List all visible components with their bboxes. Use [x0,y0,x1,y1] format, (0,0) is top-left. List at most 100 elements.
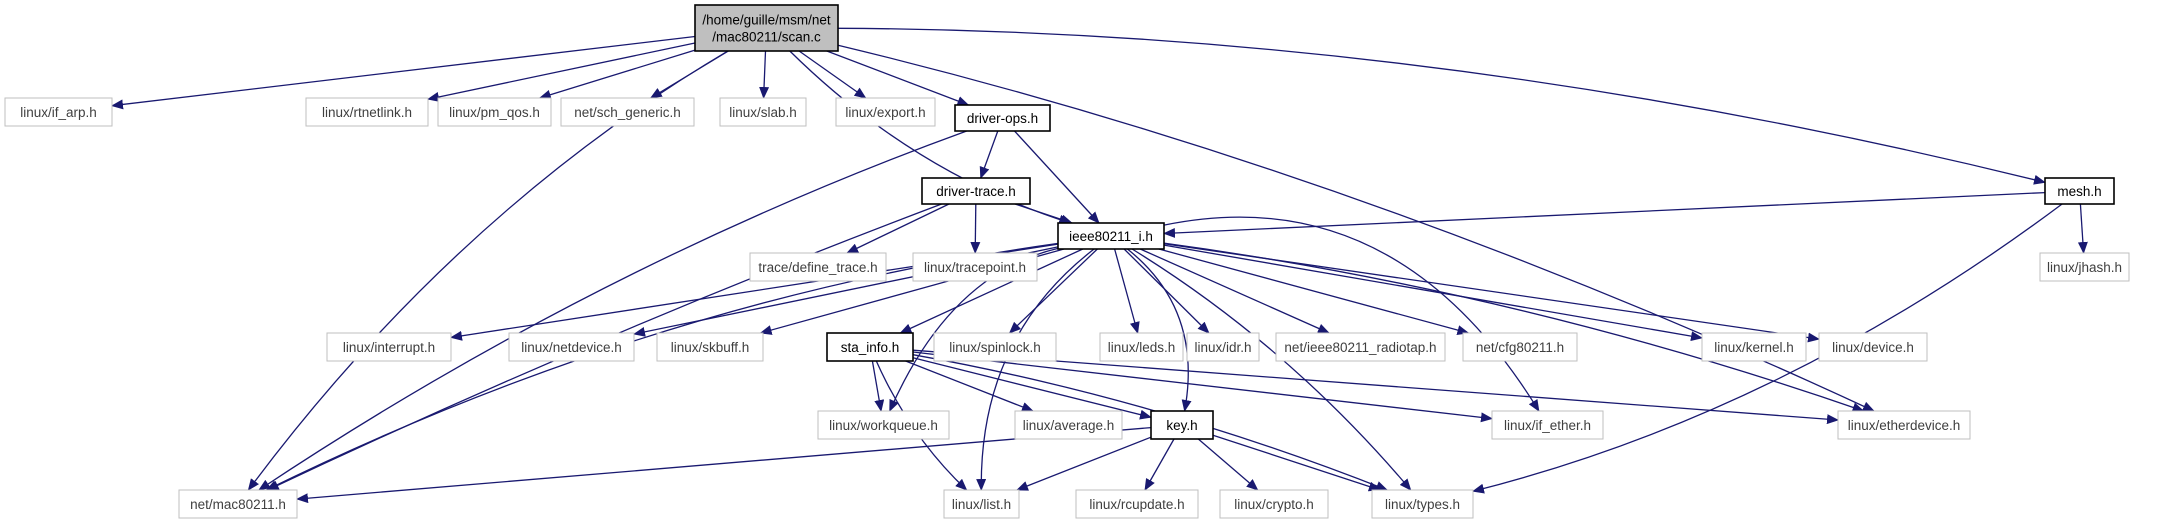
edge-ieee80211-i-to-radiotap [1139,248,1330,334]
node-average: linux/average.h [1014,410,1123,440]
node-slab: linux/slab.h [719,97,807,127]
node-label: linux/slab.h [729,105,797,120]
node-interrupt: linux/interrupt.h [326,332,452,362]
node-box [694,4,839,52]
node-label: linux/kernel.h [1714,340,1794,355]
node-label: linux/etherdevice.h [1848,418,1961,433]
node-list: linux/list.h [943,489,1020,519]
node-label: linux/idr.h [1194,340,1251,355]
edge-mesh-to-ieee80211-i [1163,191,2046,238]
node-label: net/mac80211.h [190,497,286,512]
node-leds: linux/leds.h [1099,332,1184,362]
node-box [826,332,914,362]
edge-key-to-list [1016,436,1152,491]
edge-ieee80211-i-to-etherdevice [1163,242,1865,413]
node-label: linux/workqueue.h [829,418,938,433]
edge-key-to-crypto [1197,438,1259,491]
node-label: linux/average.h [1023,418,1115,433]
node-label: net/cfg80211.h [1476,340,1564,355]
edge-sta-info-to-if-ether [912,351,1493,423]
node-label: linux/rtnetlink.h [322,105,412,120]
edge-ieee80211-i-to-sta-info [899,248,1084,334]
node-pm-qos: linux/pm_qos.h [437,97,552,127]
node-define-trace: trace/define_trace.h [749,252,887,282]
node-box [1371,489,1474,519]
node-ieee80211-i[interactable]: ieee80211_i.h [1057,222,1165,250]
node-label: net/sch_generic.h [574,105,681,120]
node-if-arp: linux/if_arp.h [4,97,113,127]
node-driver-ops[interactable]: driver-ops.h [954,104,1051,132]
node-rcupdate: linux/rcupdate.h [1075,489,1199,519]
node-box [4,97,113,127]
node-label: linux/leds.h [1108,340,1176,355]
node-label: linux/rcupdate.h [1089,497,1184,512]
node-box [749,252,887,282]
node-box [508,332,635,362]
edge-ieee80211-i-to-cfg80211 [1158,248,1470,335]
node-label: linux/if_arp.h [20,105,97,120]
node-label: linux/list.h [952,497,1011,512]
node-radiotap: net/ieee80211_radiotap.h [1275,332,1446,362]
edge-driver-trace-to-define-trace [846,203,950,254]
node-label: linux/skbuff.h [671,340,750,355]
node-box [835,97,936,127]
node-box [1150,410,1214,440]
edge-driver-ops-to-mac80211 [258,130,967,491]
node-box [1837,410,1971,440]
node-label: linux/tracepoint.h [924,260,1026,275]
node-device: linux/device.h [1818,332,1928,362]
node-label: driver-trace.h [936,184,1016,199]
edge-root-to-export [798,50,867,99]
node-etherdevice: linux/etherdevice.h [1837,410,1971,440]
edge-sta-info-to-types [912,354,1389,491]
node-types: linux/types.h [1371,489,1474,519]
node-idr: linux/idr.h [1186,332,1260,362]
edge-ieee80211-i-to-spinlock [1008,248,1098,334]
node-sta-info[interactable]: sta_info.h [826,332,914,362]
node-label: linux/if_ether.h [1504,418,1591,433]
node-label: net/ieee80211_radiotap.h [1284,340,1436,355]
node-box [305,97,429,127]
node-root[interactable]: /home/guille/msm/net/mac80211/scan.c [694,4,839,52]
node-mesh[interactable]: mesh.h [2044,177,2115,205]
edge-ieee80211-i-to-kernel [1163,244,1703,342]
node-box [326,332,452,362]
edge-driver-trace-to-tracepoint [970,203,981,254]
node-driver-trace[interactable]: driver-trace.h [921,177,1031,205]
node-key[interactable]: key.h [1150,410,1214,440]
edge-root-to-driver-ops [826,50,970,106]
node-label: linux/netdevice.h [521,340,622,355]
node-label: trace/define_trace.h [758,260,877,275]
edge-mesh-to-types [1472,203,2063,494]
node-box [943,489,1020,519]
node-box [1275,332,1446,362]
node-mac80211: net/mac80211.h [178,489,298,519]
node-box [954,104,1051,132]
node-box [437,97,552,127]
node-box [1075,489,1199,519]
edge-root-to-slab [759,50,770,99]
edge-ieee80211-i-to-idr [1123,248,1210,334]
edge-sta-info-to-average [905,360,1034,412]
node-label: linux/types.h [1385,497,1460,512]
node-box [1462,332,1578,362]
edge-sta-info-to-key [912,357,1152,420]
node-label: linux/spinlock.h [949,340,1041,355]
node-label: linux/jhash.h [2047,260,2122,275]
node-box [656,332,764,362]
node-label: linux/interrupt.h [343,340,435,355]
node-label: /mac80211/scan.c [712,30,821,45]
node-export: linux/export.h [835,97,936,127]
node-box [817,410,950,440]
node-box [178,489,298,519]
node-box [560,97,695,127]
edge-driver-trace-to-ieee80211-i [1014,203,1073,225]
node-label: ieee80211_i.h [1069,229,1153,244]
node-box [1057,222,1165,250]
node-netdevice: linux/netdevice.h [508,332,635,362]
node-label: key.h [1166,418,1197,433]
nodes-layer: /home/guille/msm/net/mac80211/scan.c linu… [4,4,2130,519]
node-label: driver-ops.h [967,111,1038,126]
node-spinlock: linux/spinlock.h [933,332,1057,362]
node-if-ether: linux/if_ether.h [1491,410,1604,440]
